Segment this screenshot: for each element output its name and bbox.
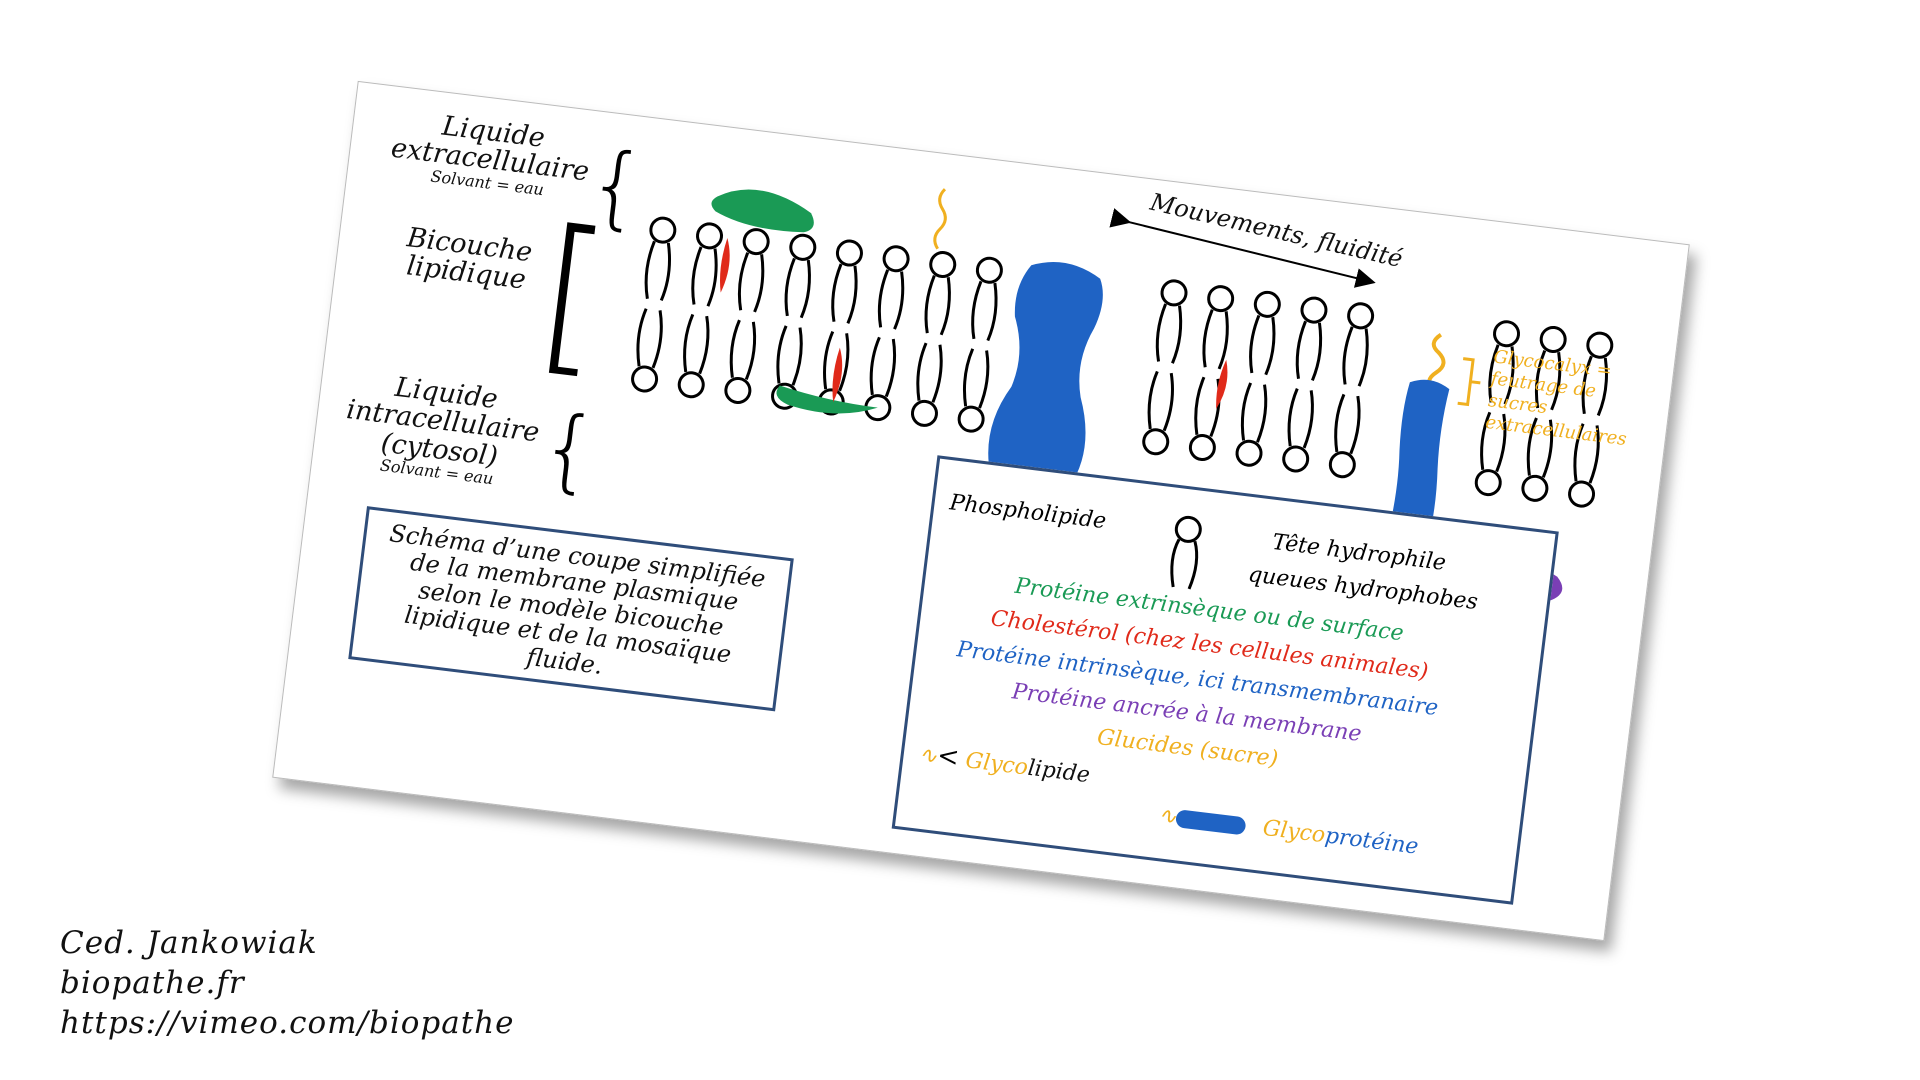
- phospholipid-tail: [1488, 344, 1515, 405]
- phospholipid-icon: [1170, 515, 1202, 590]
- transmembrane-protein: [988, 262, 1103, 492]
- phospholipid-tail: [971, 280, 998, 342]
- phospholipid-tail: [869, 336, 897, 398]
- membrane-illustration: Mouvements, fluidité Glycocalyx = feutra…: [631, 188, 1628, 602]
- glycocalyx-bracket: [1457, 357, 1481, 407]
- phospholipid-tail: [924, 274, 951, 336]
- cholesterol-3: [1216, 359, 1228, 409]
- phospholipid-head: [789, 233, 817, 261]
- phospholipid-head: [835, 239, 863, 267]
- phospholipid-head: [677, 371, 705, 399]
- phospholipid-tail: [1295, 320, 1323, 381]
- phospholipid-tail: [683, 313, 710, 375]
- phospholipid-tail: [1342, 326, 1369, 387]
- phospholipid-tail: [691, 246, 718, 307]
- phospholipid-bilayer: [631, 216, 1614, 508]
- phospholipid-tail: [877, 269, 905, 330]
- phospholipid-tail: [1194, 376, 1221, 438]
- phospholipid-tail: [1155, 303, 1183, 364]
- legend-glycolipide: ∿< Glycolipide: [917, 740, 1092, 789]
- phospholipid-tail: [1581, 355, 1608, 417]
- phospholipid-head: [1235, 439, 1263, 467]
- phospholipid-head: [1188, 434, 1216, 462]
- credit-author: Ced. Jankowiak: [60, 925, 318, 961]
- phospholipid-tail: [1147, 370, 1174, 432]
- phospholipid-head: [929, 251, 957, 279]
- phospholipid-head: [1586, 331, 1614, 359]
- credit-url: https://vimeo.com/biopathe: [60, 1005, 515, 1041]
- phospholipid-tail: [644, 240, 672, 302]
- credit-site: biopathe.fr: [60, 965, 245, 1001]
- legend-box: Phospholipide Tête hydrophile queues hyd…: [891, 455, 1559, 905]
- label-glycocalyx-4: extracellulaires: [1484, 412, 1627, 450]
- phospholipid-head: [696, 222, 724, 250]
- legend-glycoproteine: ∿ Glycoprotéine: [1156, 802, 1420, 860]
- phospholipid-tail: [1287, 388, 1314, 449]
- phospholipid-head: [1207, 285, 1235, 313]
- movement-arrow: [1109, 208, 1376, 288]
- phospholipid-tail: [823, 331, 850, 392]
- phospholipid-head: [631, 365, 659, 393]
- phospholipid-head: [1282, 445, 1310, 473]
- phospholipid-tail: [1202, 309, 1229, 370]
- phospholipid-tail: [729, 319, 757, 380]
- cholesterol-1: [719, 238, 730, 293]
- phospholipid-tail: [916, 342, 943, 403]
- glycoprotein-icon: ∿: [1156, 802, 1179, 831]
- phospholipid-head: [649, 216, 677, 244]
- phospholipid-head: [1347, 302, 1375, 330]
- phospholipid-tail: [962, 348, 990, 409]
- phospholipid-head: [1160, 279, 1188, 307]
- phospholipid-head: [957, 405, 985, 433]
- phospholipid-tail: [1249, 314, 1276, 376]
- phospholipid-head: [1328, 451, 1356, 479]
- phospholipid-tail: [1534, 349, 1562, 411]
- phospholipid-head: [1493, 320, 1521, 348]
- phospholipid-tail: [1334, 393, 1361, 455]
- phospholipid-head: [742, 228, 770, 256]
- phospholipid-tail: [776, 325, 803, 386]
- phospholipid-tail: [831, 263, 858, 324]
- phospholipid-head: [975, 256, 1003, 284]
- phospholipid-head: [882, 245, 910, 273]
- phospholipid-head: [1142, 428, 1170, 456]
- diagram-card: Liquide extracellulaire Solvant = eau { …: [272, 80, 1690, 942]
- phospholipid-head: [1300, 296, 1328, 324]
- phospholipid-head: [1521, 474, 1549, 502]
- glycolipid-sugar-chain: [933, 188, 947, 250]
- phospholipid-tail: [1573, 423, 1600, 484]
- phospholipid-head: [1568, 480, 1596, 508]
- cholesterol-2: [832, 347, 843, 403]
- phospholipid-tail: [636, 308, 663, 369]
- phospholipid-tail: [1240, 382, 1268, 443]
- phospholipid-head: [910, 399, 938, 427]
- phospholipid-tail: [784, 257, 811, 319]
- phospholipid-head: [1539, 325, 1567, 353]
- label-mouvements: Mouvements, fluidité: [1147, 188, 1406, 274]
- phospholipid-head: [1474, 469, 1502, 497]
- phospholipid-head: [724, 376, 752, 404]
- phospholipid-tail: [737, 252, 765, 313]
- legend-phospholipide: Phospholipide: [948, 490, 1108, 535]
- extrinsic-protein-bottom: [776, 385, 878, 414]
- phospholipid-tail: [1526, 417, 1554, 478]
- phospholipid-head: [1253, 290, 1281, 318]
- extrinsic-protein-top: [711, 189, 814, 233]
- phospholipid-tail: [1480, 411, 1507, 473]
